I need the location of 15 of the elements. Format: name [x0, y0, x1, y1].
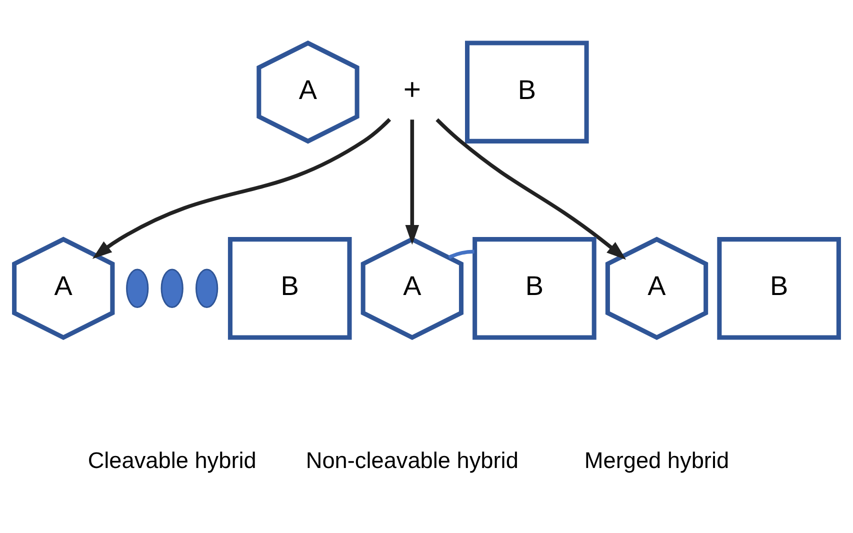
connector [448, 250, 474, 260]
arrow [436, 118, 626, 260]
node-box: B [472, 237, 596, 340]
node-circle [160, 268, 184, 308]
node-box: B [717, 237, 841, 340]
label: Merged hybrid [584, 448, 730, 474]
label: Non-cleavable hybrid [306, 448, 518, 474]
label: Cleavable hybrid [88, 448, 256, 474]
node-box: B [228, 237, 352, 340]
arrow [405, 120, 420, 245]
node-box: B [465, 40, 589, 144]
node-text: + [403, 74, 421, 107]
node-circle [126, 268, 149, 308]
node-circle [196, 268, 218, 308]
arrow [92, 118, 392, 259]
